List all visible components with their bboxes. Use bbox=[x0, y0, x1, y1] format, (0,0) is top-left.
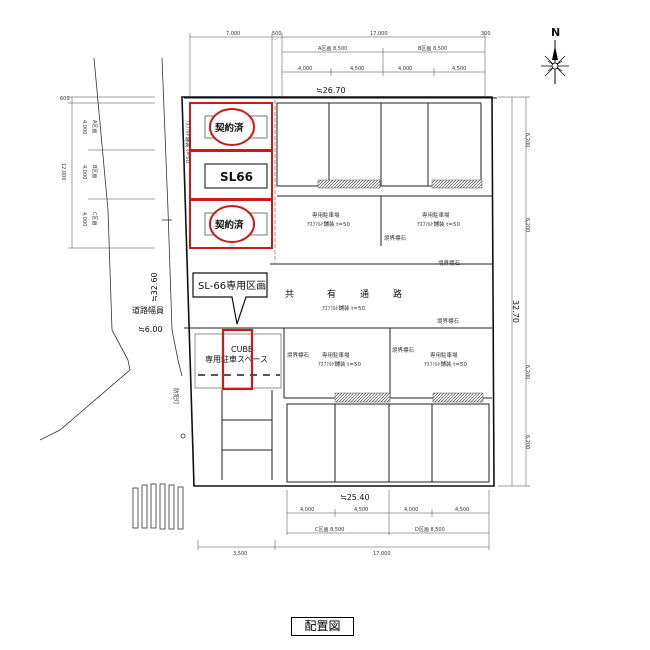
shared-road-label: 共 有 通 路 ｱｽﾌｧﾙﾄ舗装 t=50 bbox=[285, 288, 402, 312]
svg-text:ｱｽﾌｧﾙﾄ舗装 t=50: ｱｽﾌｧﾙﾄ舗装 t=50 bbox=[318, 360, 362, 368]
road-lines bbox=[39, 57, 183, 441]
svg-text:7,000: 7,000 bbox=[226, 31, 240, 37]
left-road-annotations: 道路幅員 ≒6.00 ≒32.60 防犯灯 bbox=[132, 272, 186, 439]
svg-text:500: 500 bbox=[272, 31, 282, 37]
right-dimensions bbox=[498, 96, 530, 487]
svg-text:専用駐車場: 専用駐車場 bbox=[322, 351, 350, 359]
svg-text:3,500: 3,500 bbox=[233, 551, 247, 557]
lower-hatch-right bbox=[432, 392, 484, 403]
bottom-width: ≒25.40 bbox=[340, 493, 370, 502]
left-dimension-labels: 600 4,000 4,000 4,000 12,000 A区画 B区画 C区画 bbox=[60, 96, 97, 226]
upper-hatch-right bbox=[431, 179, 483, 189]
svg-text:6,200: 6,200 bbox=[524, 133, 530, 147]
svg-text:6,200: 6,200 bbox=[524, 435, 530, 449]
road-width-value: ≒6.00 bbox=[138, 325, 163, 334]
left-dimensions bbox=[68, 96, 155, 249]
svg-text:境界標石: 境界標石 bbox=[287, 351, 310, 359]
svg-text:300: 300 bbox=[481, 31, 491, 37]
contracted-label-2: 契約済 bbox=[214, 219, 244, 231]
sl66-label: SL66 bbox=[220, 170, 253, 184]
svg-text:4,500: 4,500 bbox=[354, 507, 368, 513]
cube-space bbox=[194, 333, 282, 389]
top-dimensions bbox=[189, 33, 486, 97]
light-pole-icon bbox=[180, 433, 186, 439]
svg-text:4,500: 4,500 bbox=[452, 66, 466, 72]
svg-text:4,000: 4,000 bbox=[81, 165, 87, 179]
right-length: 32.70 bbox=[511, 300, 520, 323]
road-note: ｱｽﾌｧﾙﾄ舗装 t=50 bbox=[322, 304, 366, 312]
svg-text:B区画 8,500: B区画 8,500 bbox=[418, 46, 447, 52]
svg-text:ｱｽﾌｧﾙﾄ舗装 t=50: ｱｽﾌｧﾙﾄ舗装 t=50 bbox=[417, 220, 461, 228]
svg-text:6,200: 6,200 bbox=[524, 365, 530, 379]
svg-text:境界標石: 境界標石 bbox=[384, 234, 407, 242]
svg-text:12,000: 12,000 bbox=[60, 163, 66, 181]
svg-text:4,000: 4,000 bbox=[404, 507, 418, 513]
svg-text:専用駐車場: 専用駐車場 bbox=[312, 211, 340, 219]
upper-parking-blocks bbox=[270, 102, 492, 265]
contracted-label-1: 契約済 bbox=[214, 122, 244, 134]
top-width: ≒26.70 bbox=[316, 86, 346, 95]
svg-text:有: 有 bbox=[327, 288, 336, 300]
cube-subtitle: 専用駐車スペース bbox=[205, 354, 268, 364]
svg-text:専用駐車場: 専用駐車場 bbox=[422, 211, 450, 219]
sl66-dedicated-area bbox=[221, 328, 254, 391]
site-boundary bbox=[181, 96, 495, 487]
north-label: N bbox=[551, 26, 560, 39]
svg-text:ｱｽﾌｧﾙﾄ舗装 t=50: ｱｽﾌｧﾙﾄ舗装 t=50 bbox=[307, 220, 351, 228]
callout-text: SL-66専用区画 bbox=[198, 280, 266, 292]
plan-caption: 配置図 bbox=[291, 617, 354, 636]
svg-text:4,000: 4,000 bbox=[298, 66, 312, 72]
svg-text:4,000: 4,000 bbox=[81, 120, 87, 134]
svg-text:4,500: 4,500 bbox=[350, 66, 364, 72]
svg-text:C区画 8,500: C区画 8,500 bbox=[315, 527, 344, 533]
svg-text:4,000: 4,000 bbox=[81, 212, 87, 226]
lower-hatch-left bbox=[334, 392, 391, 403]
svg-text:共: 共 bbox=[285, 289, 294, 300]
north-arrow-icon: N bbox=[541, 26, 569, 84]
svg-text:4,500: 4,500 bbox=[455, 507, 469, 513]
svg-text:600: 600 bbox=[60, 96, 70, 102]
svg-text:A区画: A区画 bbox=[91, 120, 97, 133]
svg-text:6,200: 6,200 bbox=[524, 218, 530, 232]
svg-text:専用駐車場: 専用駐車場 bbox=[430, 351, 458, 359]
svg-text:境界標石: 境界標石 bbox=[392, 346, 415, 354]
svg-text:B区画: B区画 bbox=[91, 165, 97, 178]
left-space-stack: 契約済 SL66 契約済 ｱｽﾌｧﾙﾄ舗装 t=50 bbox=[184, 102, 273, 249]
svg-text:4,000: 4,000 bbox=[398, 66, 412, 72]
parking-notes: 専用駐車場 ｱｽﾌｧﾙﾄ舗装 t=50 専用駐車場 ｱｽﾌｧﾙﾄ舗装 t=50 … bbox=[287, 211, 468, 368]
upper-hatch-left bbox=[317, 179, 381, 189]
bottom-dimension-labels: ≒25.40 4,000 4,500 4,000 4,500 C区画 8,500… bbox=[233, 493, 469, 557]
svg-text:A区画 8,500: A区画 8,500 bbox=[318, 46, 347, 52]
left-asphalt-note: ｱｽﾌｧﾙﾄ舗装 t=50 bbox=[184, 120, 192, 164]
cube-title: CUBE bbox=[231, 345, 253, 354]
svg-text:通: 通 bbox=[360, 289, 369, 300]
crosswalk bbox=[132, 483, 184, 530]
svg-text:境界標石: 境界標石 bbox=[437, 317, 460, 325]
right-dimension-labels: 32.70 6,200 6,200 6,200 6,200 bbox=[511, 133, 530, 449]
svg-text:D区画 8,500: D区画 8,500 bbox=[415, 527, 445, 533]
bottom-dimensions bbox=[197, 490, 490, 550]
sl66-callout: SL-66専用区画 bbox=[192, 272, 268, 325]
svg-text:17,000: 17,000 bbox=[373, 551, 391, 557]
svg-text:4,000: 4,000 bbox=[300, 507, 314, 513]
left-side-length: ≒32.60 bbox=[150, 272, 159, 302]
svg-text:C区画: C区画 bbox=[91, 212, 97, 226]
svg-text:ｱｽﾌｧﾙﾄ舗装 t=50: ｱｽﾌｧﾙﾄ舗装 t=50 bbox=[424, 360, 468, 368]
svg-text:17,000: 17,000 bbox=[370, 31, 388, 37]
svg-text:境界標石: 境界標石 bbox=[438, 259, 461, 267]
svg-text:路: 路 bbox=[393, 288, 402, 300]
top-dimension-labels: 7,000 500 17,000 300 A区画 8,500 B区画 8,500… bbox=[226, 31, 491, 95]
road-width-label: 道路幅員 bbox=[132, 305, 164, 315]
sign-label: 防犯灯 bbox=[172, 388, 180, 405]
